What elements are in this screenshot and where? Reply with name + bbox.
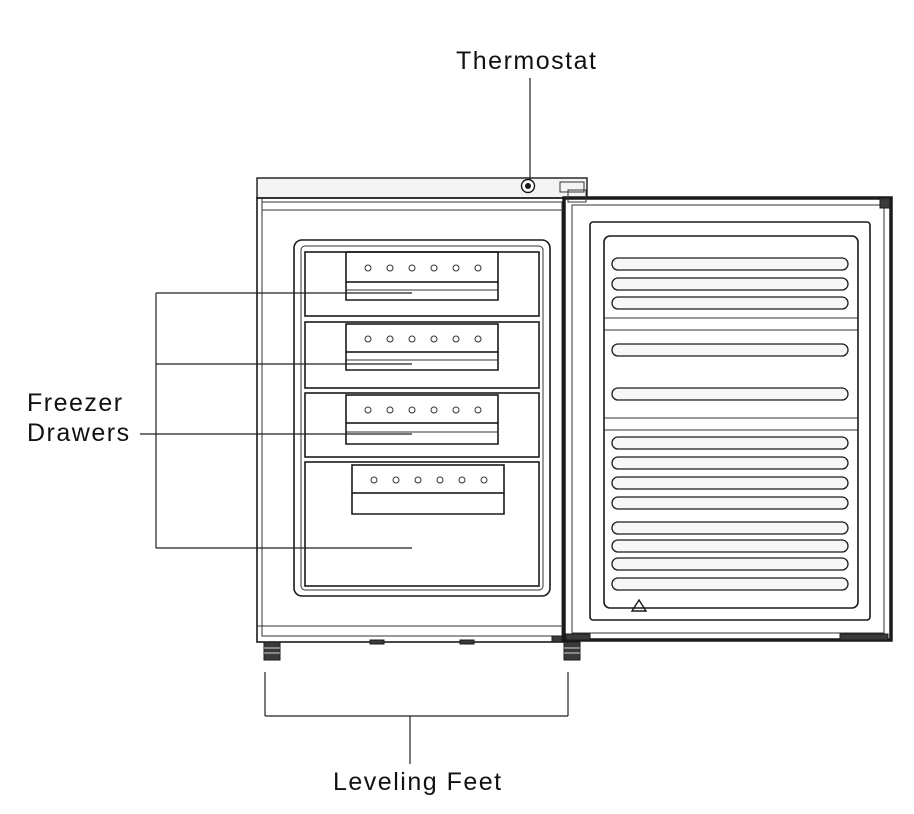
door-ribs-middle — [604, 343, 858, 431]
cabinet-top — [256, 177, 588, 199]
freezer-drawer-4 — [304, 461, 540, 587]
inner-compartment — [293, 239, 551, 597]
freezer-drawers-label: Freezer Drawers — [27, 388, 131, 448]
leveling-foot-left — [263, 641, 281, 661]
recycle-triangle-icon — [630, 598, 648, 612]
thermostat-label: Thermostat — [456, 47, 598, 75]
cabinet-body — [256, 177, 588, 645]
leveling-foot-right — [563, 641, 581, 661]
freezer-drawer-3 — [304, 392, 540, 458]
freezer-drawers-label-line1: Freezer — [27, 389, 124, 417]
door-ribs-upper — [604, 257, 858, 331]
freezer-drawer-1 — [304, 251, 540, 317]
freezer-drawers-bracket — [140, 292, 412, 549]
thermostat-knob-icon — [520, 178, 585, 194]
freezer-drawer-2 — [304, 321, 540, 389]
leveling-feet-label: Leveling Feet — [333, 768, 503, 796]
door-ribs-lower — [611, 436, 849, 591]
leveling-feet-bracket — [264, 672, 569, 764]
freezer-drawers-label-line2: Drawers — [27, 419, 131, 447]
